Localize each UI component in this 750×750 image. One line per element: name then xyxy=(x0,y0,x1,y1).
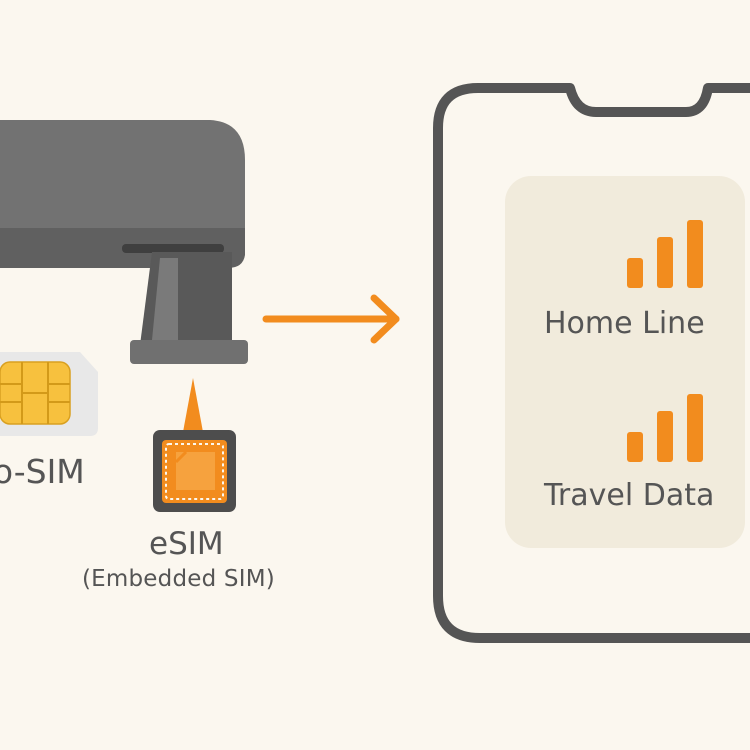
signal-bars-icon xyxy=(627,394,703,462)
travel-data-label: Travel Data xyxy=(544,478,715,513)
home-line-label: Home Line xyxy=(544,306,705,341)
esim-chip-icon xyxy=(153,430,236,512)
esim-subtitle: (Embedded SIM) xyxy=(82,566,275,592)
pointer-triangle xyxy=(183,378,203,432)
sim-tray-device-icon xyxy=(0,120,248,364)
nano-sim-label: no-SIM xyxy=(0,452,85,491)
signal-bars-icon xyxy=(627,220,703,288)
arrow-right-icon xyxy=(262,294,400,344)
smartphone-icon xyxy=(433,83,750,643)
nano-sim-card-icon xyxy=(0,352,98,436)
esim-title: eSIM xyxy=(149,526,224,562)
lines-panel xyxy=(505,176,745,548)
